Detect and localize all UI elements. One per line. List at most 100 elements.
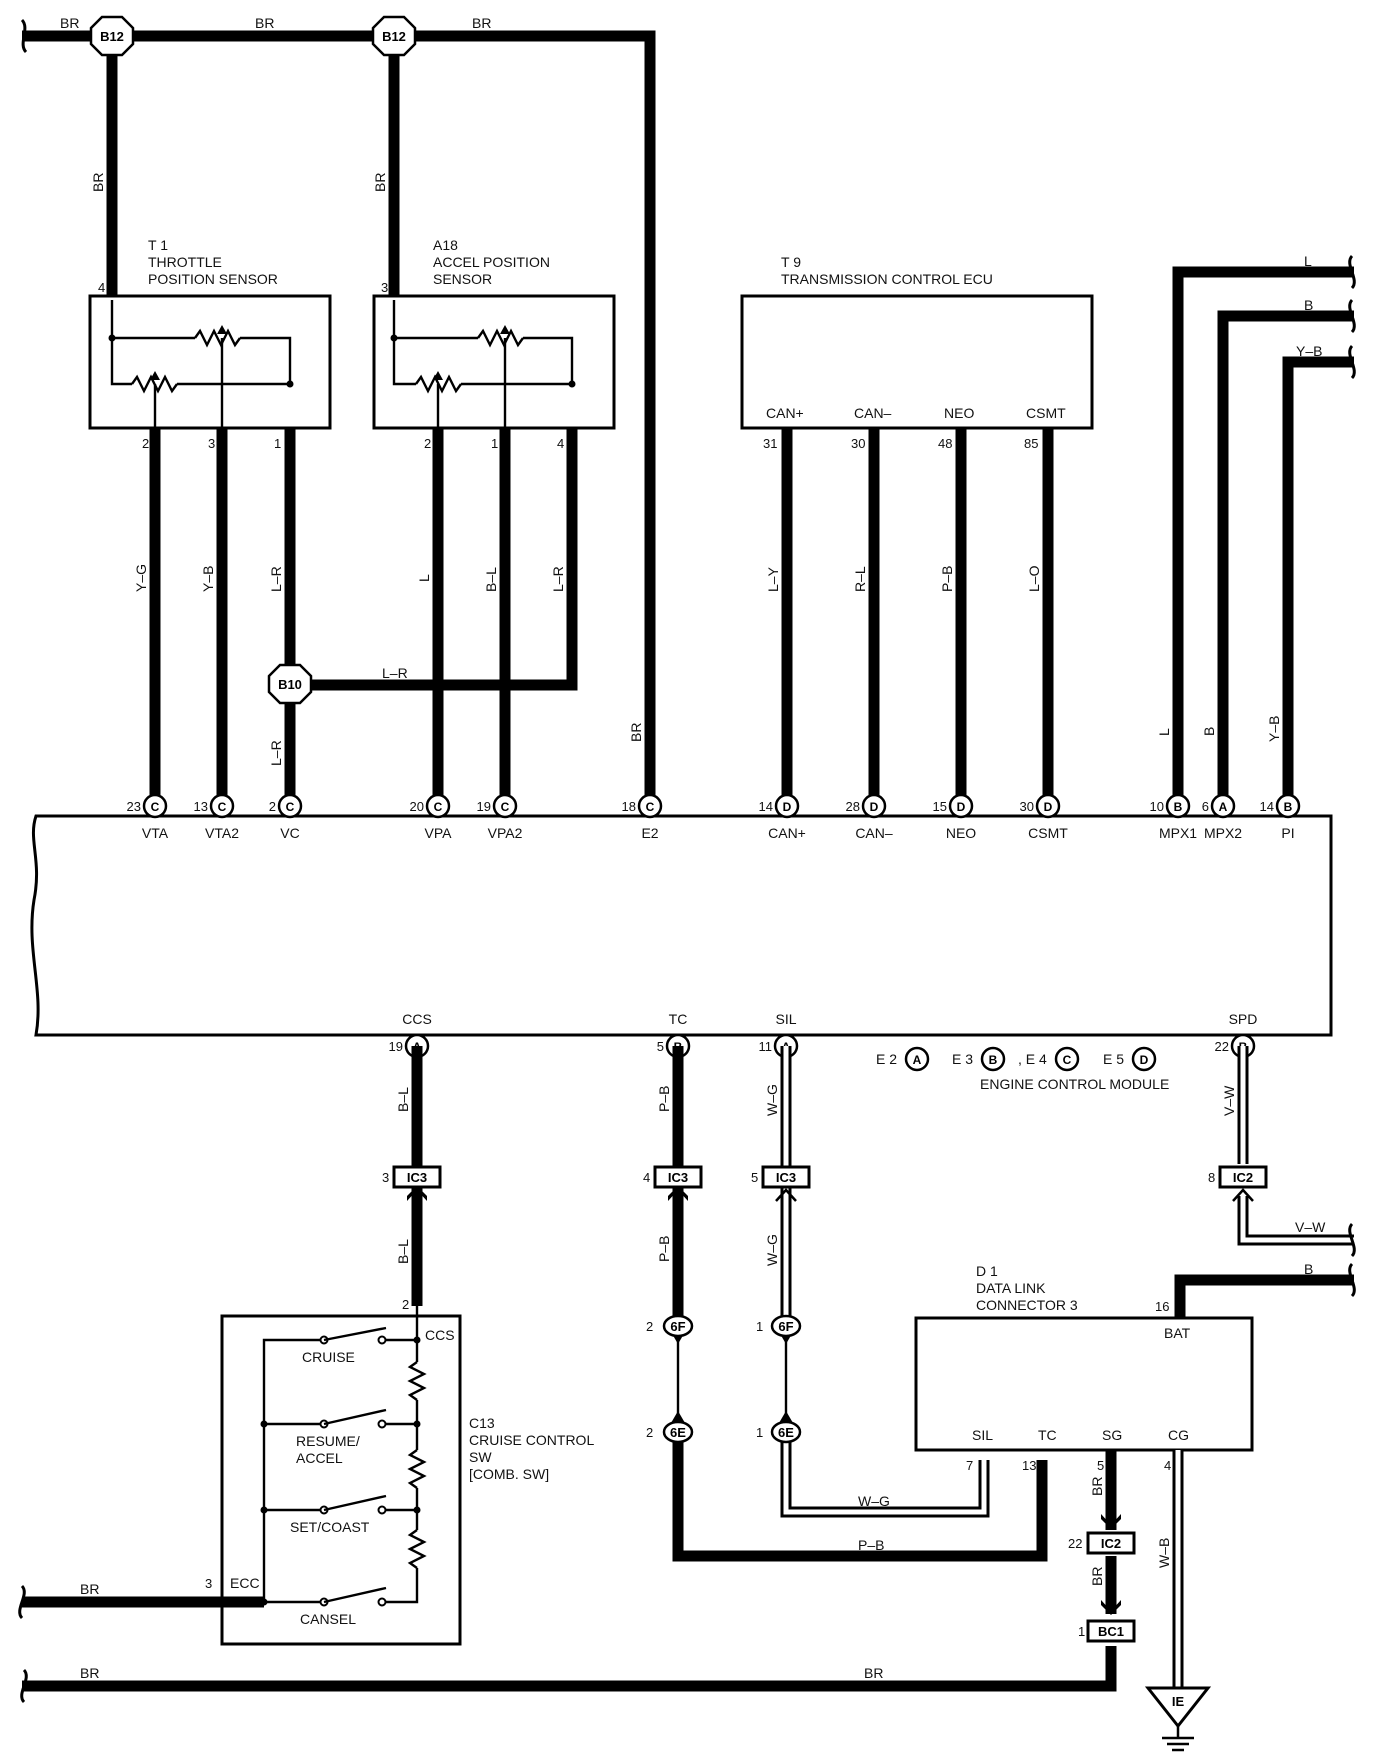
svg-text:C: C <box>646 800 655 814</box>
connector-6e-tc: 6E 2 <box>646 1420 694 1444</box>
wire-label-vc-lower: L–R <box>268 740 284 766</box>
svg-text:SPD: SPD <box>1229 1011 1258 1027</box>
svg-text:20: 20 <box>410 799 424 814</box>
wire-label-csmt: L–O <box>1026 565 1042 592</box>
svg-text:6F: 6F <box>670 1319 685 1334</box>
d1-name-2: CONNECTOR 3 <box>976 1297 1078 1313</box>
wire-label-vc: L–R <box>268 566 284 592</box>
svg-text:4: 4 <box>643 1170 650 1185</box>
svg-text:TC: TC <box>669 1011 688 1027</box>
t9-code: T 9 <box>781 254 801 270</box>
connector-ic2-sg: IC2 22 <box>1068 1531 1136 1555</box>
d1-term-bat: BAT <box>1164 1325 1191 1341</box>
svg-text:CAN+: CAN+ <box>768 825 806 841</box>
svg-text:6: 6 <box>1202 799 1209 814</box>
svg-text:10: 10 <box>1150 799 1164 814</box>
t9-term-can-minus: CAN– <box>854 405 892 421</box>
svg-text:D: D <box>957 800 966 814</box>
svg-text:2: 2 <box>646 1319 653 1334</box>
spd-circuit: V–W V–W IC2 8 <box>1208 1046 1356 1258</box>
c13-switch-cansel: CANSEL <box>300 1611 356 1627</box>
wire-label-top-br-2: BR <box>255 15 274 31</box>
ecm-name: ENGINE CONTROL MODULE <box>980 1076 1169 1092</box>
c13-pin-3: 3 <box>205 1576 212 1591</box>
svg-text:B10: B10 <box>278 677 302 692</box>
ecm-connector-legend: E 2 A E 3 B , E 4 C E 5 D <box>876 1046 1157 1072</box>
c13-switch-accel: ACCEL <box>296 1450 343 1466</box>
right-incoming-wires: L B Y–B L B Y–B <box>1156 253 1356 800</box>
svg-text:C: C <box>434 800 443 814</box>
wire-label-top-br-3: BR <box>472 15 491 31</box>
connector-6f-sil: 6F 1 <box>756 1314 802 1338</box>
wire-label-sg-2: BR <box>1089 1567 1105 1586</box>
c13-switch-cruise: CRUISE <box>302 1349 355 1365</box>
wire-label-vta: Y–G <box>133 564 149 592</box>
svg-text:CCS: CCS <box>402 1011 432 1027</box>
splice-b12-right: B12 <box>371 15 417 57</box>
top-br-bus: BR BR BR BR BR <box>20 15 656 800</box>
svg-text:6E: 6E <box>670 1425 686 1440</box>
svg-text:28: 28 <box>846 799 860 814</box>
d1-term-tc: TC <box>1038 1427 1057 1443</box>
svg-text:IC2: IC2 <box>1101 1536 1121 1551</box>
wire-label-neo: P–B <box>939 566 955 592</box>
wire-label-vpa2: B–L <box>483 567 499 592</box>
connector-ic3-ccs: IC3 3 <box>382 1165 442 1201</box>
cruise-control-switch: C13 CRUISE CONTROL SW [COMB. SW] 2 3 CCS… <box>18 1297 594 1646</box>
svg-text:15: 15 <box>933 799 947 814</box>
d1-name-1: DATA LINK <box>976 1280 1046 1296</box>
sg-circuit: BR BR IC2 22 BC1 1 <box>22 1450 1136 1692</box>
svg-text:CAN–: CAN– <box>855 825 893 841</box>
svg-text:D: D <box>870 800 879 814</box>
c13-switch-set-coast: SET/COAST <box>290 1519 370 1535</box>
bat-circuit: B <box>1174 1261 1356 1320</box>
svg-text:D: D <box>1044 800 1053 814</box>
a18-name-1: ACCEL POSITION <box>433 254 550 270</box>
wire-label-pi: Y–B <box>1266 716 1282 742</box>
wire-label-mpx2-top: B <box>1304 297 1313 313</box>
wire-label-t1-br: BR <box>90 173 106 192</box>
t9-pin-31: 31 <box>763 436 777 451</box>
svg-text:22: 22 <box>1068 1536 1082 1551</box>
svg-text:5: 5 <box>751 1170 758 1185</box>
splice-b12-left: B12 <box>89 15 135 57</box>
connector-ic3-tc: IC3 4 <box>643 1165 703 1201</box>
svg-text:C: C <box>218 800 227 814</box>
svg-text:11: 11 <box>759 1039 773 1054</box>
wire-label-tc-bottom: P–B <box>858 1537 884 1553</box>
svg-text:VC: VC <box>280 825 299 841</box>
a18-pin-1: 1 <box>491 436 498 451</box>
c13-code: C13 <box>469 1415 495 1431</box>
wire-label-mpx2: B <box>1201 727 1217 736</box>
svg-text:3: 3 <box>382 1170 389 1185</box>
wire-label-spd-right: V–W <box>1295 1219 1326 1235</box>
svg-text:PI: PI <box>1281 825 1294 841</box>
t9-pin-48: 48 <box>938 436 952 451</box>
wire-label-sil-2: W–G <box>764 1234 780 1266</box>
svg-text:IE: IE <box>1172 1694 1185 1709</box>
svg-text:6F: 6F <box>778 1319 793 1334</box>
wire-label-sg-1: BR <box>1089 1477 1105 1496</box>
svg-text:5: 5 <box>657 1039 664 1054</box>
t1-code: T 1 <box>148 237 168 253</box>
wire-label-sil-1: W–G <box>764 1084 780 1116</box>
a18-pin-3: 3 <box>381 280 388 295</box>
accel-position-sensor: A18 ACCEL POSITION SENSOR 3 2 1 4 <box>372 237 616 451</box>
svg-text:VTA: VTA <box>142 825 169 841</box>
d1-pin-7: 7 <box>966 1458 973 1473</box>
svg-text:6E: 6E <box>778 1425 794 1440</box>
tc-circuit: P–B P–B P–B IC3 4 6F 2 6E 2 <box>643 1046 1048 1562</box>
svg-text:VPA: VPA <box>425 825 453 841</box>
sensor-wires: Y–G Y–B L–R L–R L–R L B–L L–R BR <box>133 428 644 800</box>
svg-text:B: B <box>1284 800 1293 814</box>
svg-text:C: C <box>1063 1053 1072 1067</box>
d1-pin-4: 4 <box>1164 1458 1171 1473</box>
t9-term-csmt: CSMT <box>1026 405 1066 421</box>
svg-text:8: 8 <box>1208 1170 1215 1185</box>
svg-text:18: 18 <box>622 799 636 814</box>
